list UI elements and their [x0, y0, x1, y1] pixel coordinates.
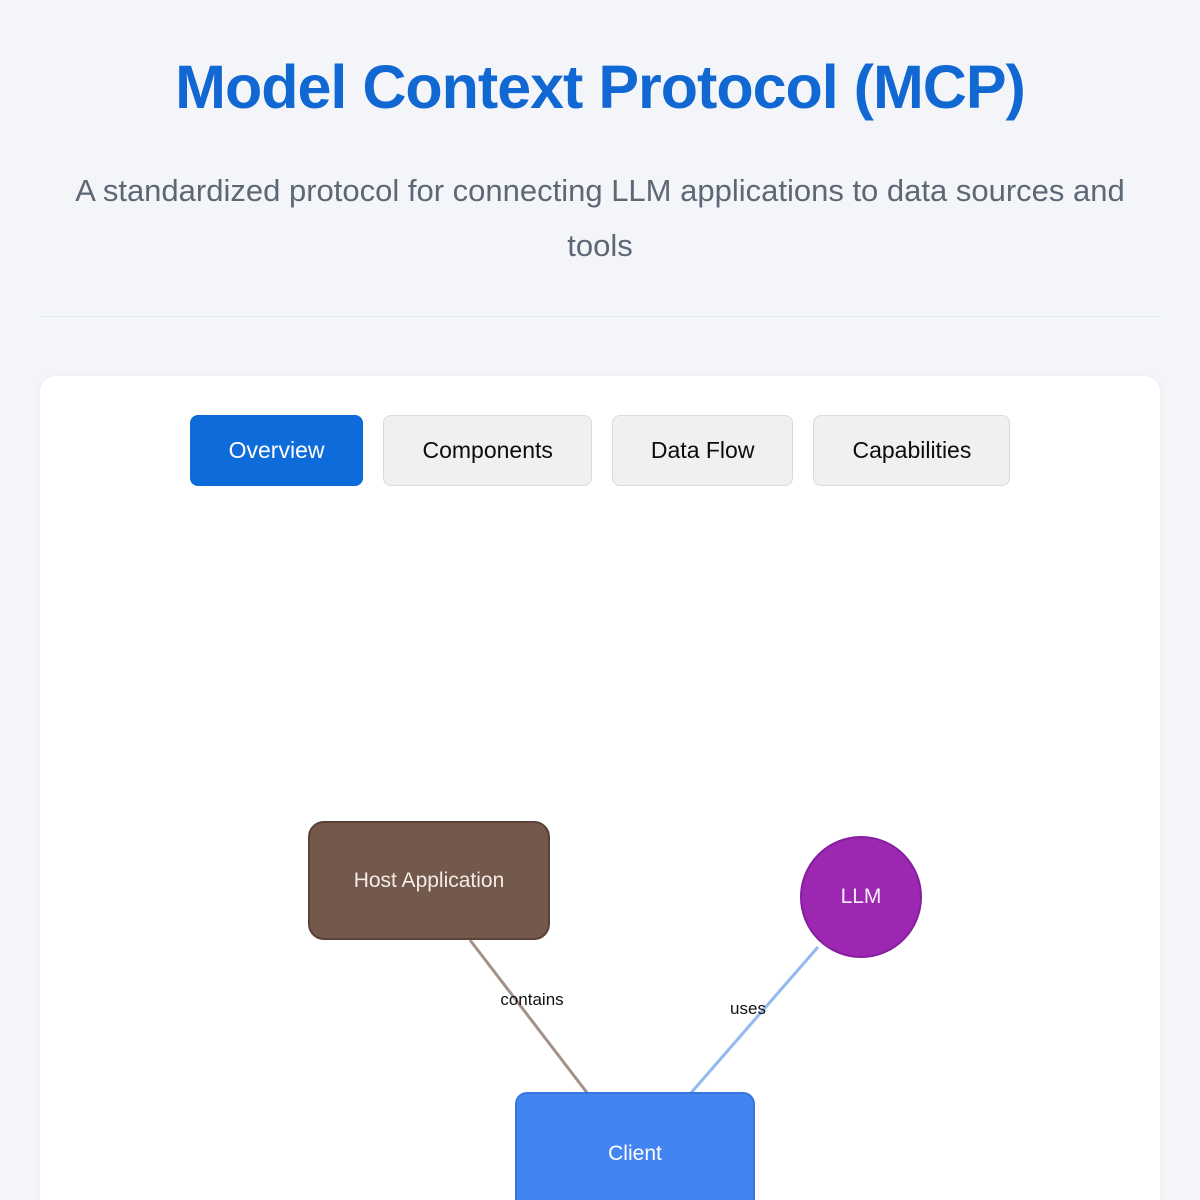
diagram-edges — [468, 939, 820, 1095]
header-divider — [40, 316, 1160, 317]
page-header: Model Context Protocol (MCP) A standardi… — [0, 0, 1200, 273]
node-client-label: Client — [608, 1142, 662, 1165]
page-subtitle: A standardized protocol for connecting L… — [75, 173, 1125, 263]
edge-llm-uses-client — [688, 946, 820, 1095]
node-llm-label: LLM — [840, 885, 882, 908]
node-host-application[interactable]: Host Application — [308, 821, 550, 940]
node-host-application-label: Host Application — [353, 868, 505, 892]
tab-data-flow[interactable]: Data Flow — [611, 415, 794, 486]
tab-bar: Overview Components Data Flow Capabiliti… — [40, 376, 1160, 486]
content-card: Overview Components Data Flow Capabiliti… — [40, 376, 1160, 1200]
node-llm[interactable]: LLM — [800, 836, 922, 958]
tab-capabilities[interactable]: Capabilities — [813, 415, 1011, 486]
edge-label-contains: contains — [500, 990, 564, 1009]
edge-host-contains-client — [468, 939, 590, 1095]
edge-label-uses: uses — [730, 999, 766, 1018]
page-title: Model Context Protocol (MCP) — [175, 53, 1026, 121]
node-client[interactable]: Client — [515, 1092, 755, 1200]
mcp-network-diagram: Host Application LLM Client contains use… — [40, 376, 1160, 1200]
tab-components[interactable]: Components — [383, 415, 592, 486]
tab-overview[interactable]: Overview — [189, 415, 364, 486]
